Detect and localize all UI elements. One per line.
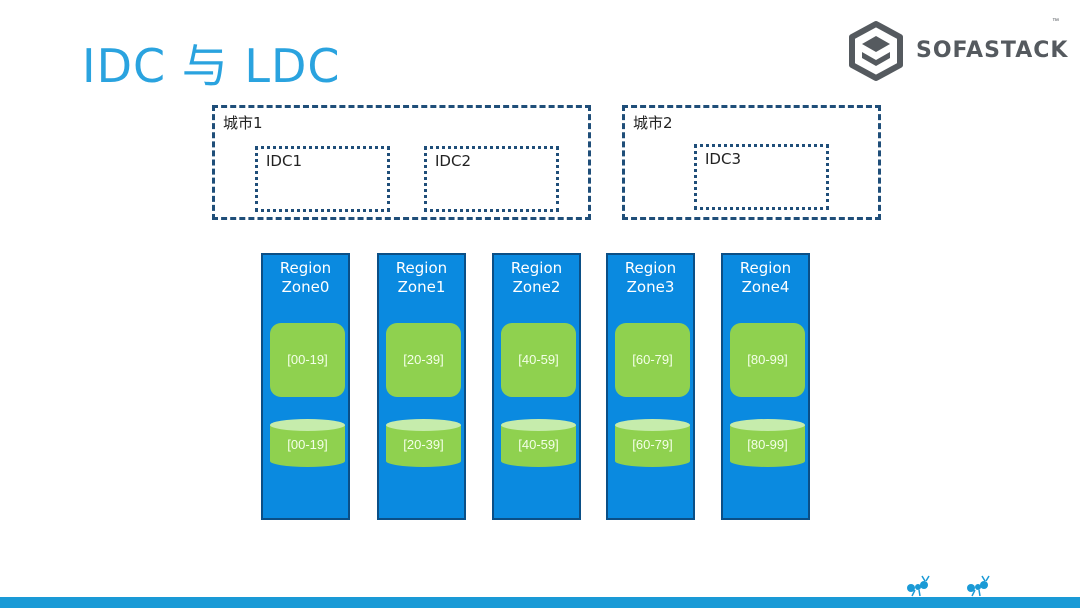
shard-range: [20-39] <box>386 323 461 397</box>
shard-range: [00-19] <box>270 323 345 397</box>
zone-label-line2: Zone1 <box>397 278 446 296</box>
database-icon: [40-59] <box>501 419 576 467</box>
logo-wordmark: SOFASTACK <box>916 38 1069 63</box>
city-box-1: 城市1 IDC1 IDC2 <box>212 105 591 220</box>
database-icon: [00-19] <box>270 419 345 467</box>
database-range: [60-79] <box>632 437 673 452</box>
zone-label-line2: Zone2 <box>512 278 561 296</box>
idc-box-1: IDC1 <box>255 146 390 212</box>
idc-box-2: IDC2 <box>424 146 559 212</box>
sofastack-logo: SOFASTACK ™ <box>846 18 1069 84</box>
zone-label: Region Zone0 <box>263 259 348 297</box>
database-range: [00-19] <box>287 437 328 452</box>
shard-range: [60-79] <box>615 323 690 397</box>
database-range: [40-59] <box>518 437 559 452</box>
zone-label: Region Zone2 <box>494 259 579 297</box>
shard-range: [40-59] <box>501 323 576 397</box>
region-zone-0: Region Zone0 [00-19] [00-19] <box>261 253 350 520</box>
zone-label-line2: Zone4 <box>741 278 790 296</box>
zone-label: Region Zone3 <box>608 259 693 297</box>
shard-range: [80-99] <box>730 323 805 397</box>
ant-icon <box>907 575 930 597</box>
city-label: 城市1 <box>223 114 263 132</box>
trademark-mark: ™ <box>1052 18 1059 25</box>
region-zone-2: Region Zone2 [40-59] [40-59] <box>492 253 581 520</box>
sofastack-logo-icon <box>849 21 903 81</box>
database-icon: [80-99] <box>730 419 805 467</box>
database-icon: [20-39] <box>386 419 461 467</box>
zone-label-line2: Zone3 <box>626 278 675 296</box>
idc-label: IDC3 <box>705 150 741 168</box>
database-range: [20-39] <box>403 437 444 452</box>
region-zone-3: Region Zone3 [60-79] [60-79] <box>606 253 695 520</box>
database-range: [80-99] <box>747 437 788 452</box>
region-zone-1: Region Zone1 [20-39] [20-39] <box>377 253 466 520</box>
zone-label-line1: Region <box>624 259 677 277</box>
database-icon: [60-79] <box>615 419 690 467</box>
zone-label: Region Zone4 <box>723 259 808 297</box>
zone-label-line2: Zone0 <box>281 278 330 296</box>
city-label: 城市2 <box>633 114 673 132</box>
slide-title: IDC 与 LDC <box>82 39 341 93</box>
city-box-2: 城市2 IDC3 <box>622 105 881 220</box>
region-zone-4: Region Zone4 [80-99] [80-99] <box>721 253 810 520</box>
idc-label: IDC2 <box>435 152 471 170</box>
ant-icon <box>967 575 990 597</box>
zone-label: Region Zone1 <box>379 259 464 297</box>
zone-label-line1: Region <box>395 259 448 277</box>
footer-bar <box>0 597 1080 608</box>
idc-box-3: IDC3 <box>694 144 829 210</box>
zone-label-line1: Region <box>279 259 332 277</box>
idc-label: IDC1 <box>266 152 302 170</box>
zone-label-line1: Region <box>510 259 563 277</box>
zone-label-line1: Region <box>739 259 792 277</box>
